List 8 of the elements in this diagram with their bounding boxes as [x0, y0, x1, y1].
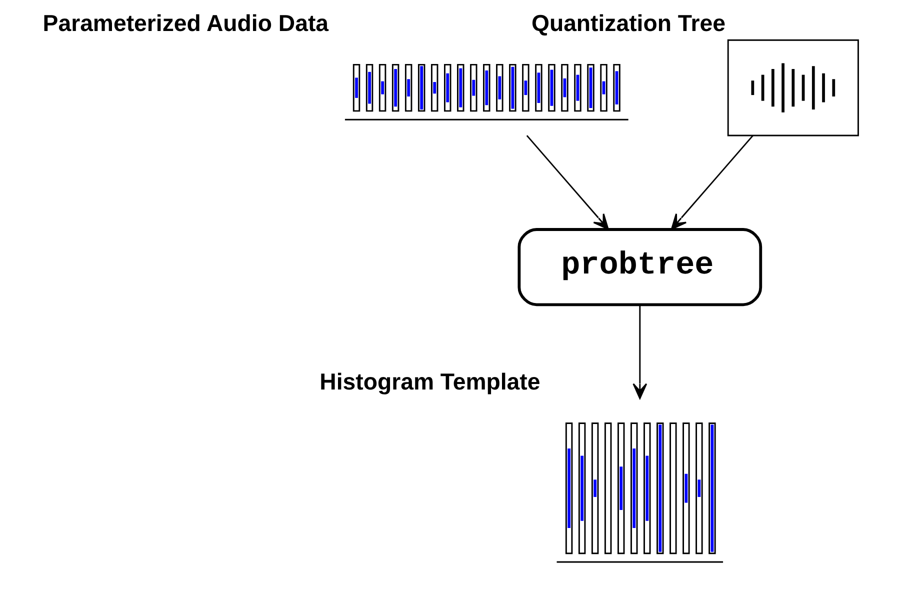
node-label: Histogram Template	[319, 368, 540, 395]
node-picture	[726, 39, 858, 136]
arrow	[526, 135, 608, 230]
node-label: Parameterized Audio Data	[42, 10, 328, 36]
arrow	[670, 135, 753, 230]
node-box: probtree	[517, 228, 762, 306]
node-label: Quantization Tree	[530, 10, 725, 36]
arrow	[632, 305, 647, 400]
